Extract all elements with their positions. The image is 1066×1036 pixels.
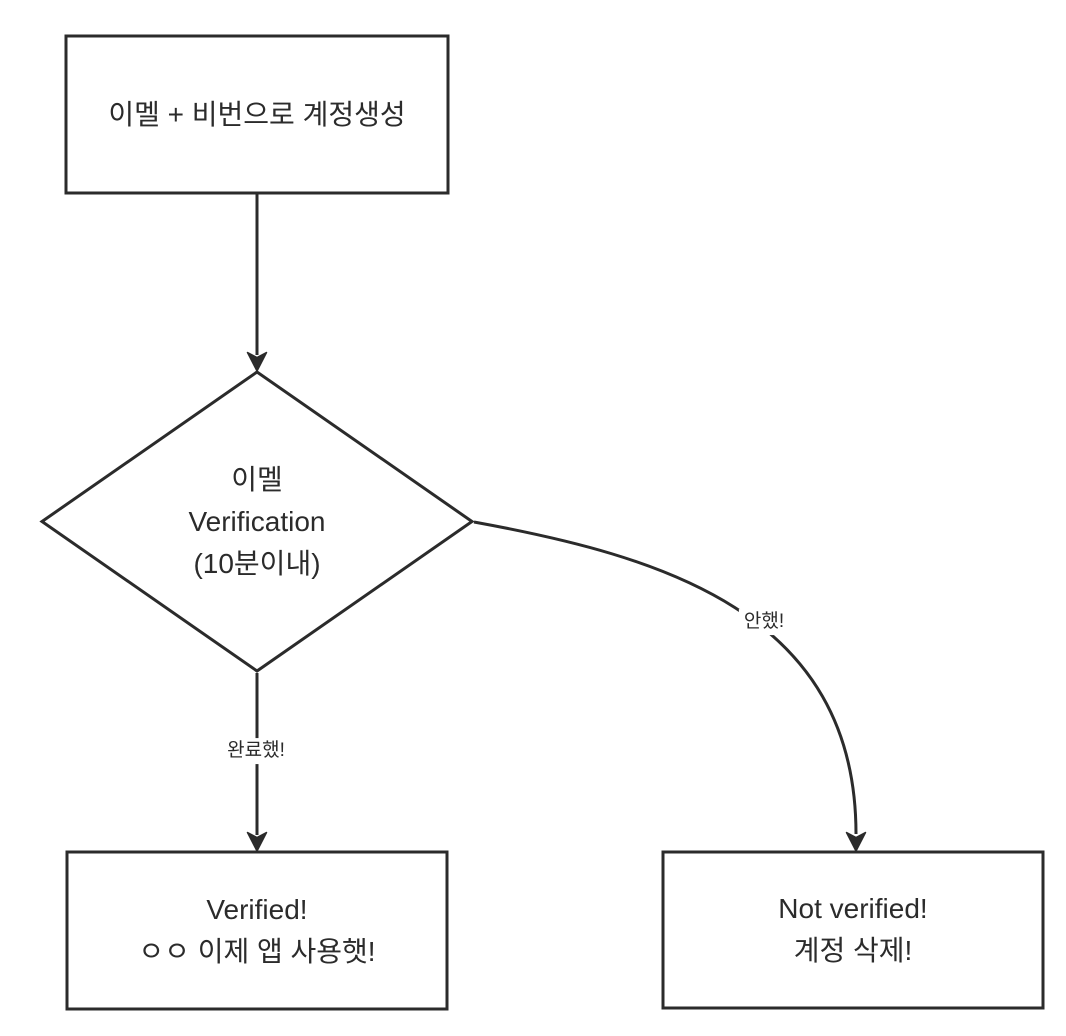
node-label-line: Verified! xyxy=(206,893,308,925)
node-not-verified-label: Not verified! 계정 삭제! xyxy=(663,852,1043,1008)
node-create-account-label: 이멜 + 비번으로 계정생성 xyxy=(66,36,448,193)
arrowhead-down-icon xyxy=(246,351,268,372)
edge-label-not-done: 안했! xyxy=(738,609,790,635)
node-verified xyxy=(65,850,449,1011)
node-label-line: Not verified! xyxy=(778,893,928,924)
node-label-line: (10분이내) xyxy=(193,547,321,579)
edge-decision-to-not-verified xyxy=(473,520,867,852)
node-label-line: ㅇㅇ 이제 앱 사용햇! xyxy=(138,935,376,967)
node-label-line: 이멜 + 비번으로 계정생성 xyxy=(108,98,406,130)
node-not-verified xyxy=(661,850,1045,1010)
node-verification-decision xyxy=(39,370,475,673)
edge-create-to-decision xyxy=(246,193,268,372)
node-label-line: Verification xyxy=(188,505,326,537)
node-label-line: 계정 삭제! xyxy=(793,935,913,966)
node-verification-decision-label: 이멜 Verification (10분이내) xyxy=(112,436,402,607)
node-create-account xyxy=(64,34,450,195)
arrowhead-down-icon xyxy=(246,831,268,852)
node-verified-label: Verified! ㅇㅇ 이제 앱 사용햇! xyxy=(67,852,447,1009)
arrowhead-down-icon xyxy=(845,831,867,852)
node-label-line: 이멜 xyxy=(231,463,283,495)
edge-label-completed: 완료했! xyxy=(222,738,290,764)
